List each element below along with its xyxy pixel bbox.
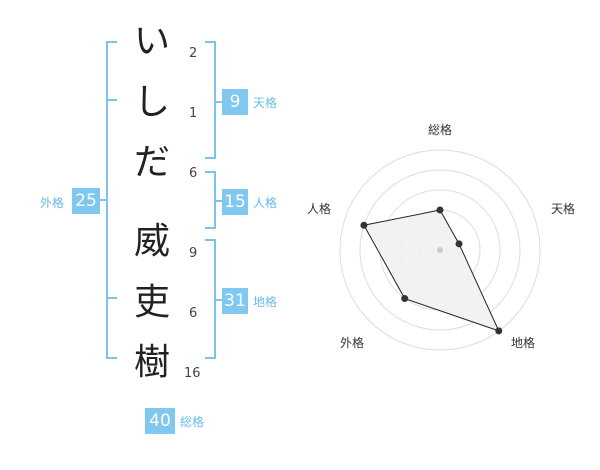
radar-center-dot bbox=[437, 247, 443, 253]
gaikaku-label: 外格 bbox=[40, 196, 65, 210]
given-char-1: 威 bbox=[133, 221, 170, 262]
radar-axis-label-gaikaku: 外格 bbox=[340, 336, 365, 350]
chikaku-label: 地格 bbox=[253, 295, 278, 309]
radar-point-0 bbox=[436, 206, 444, 214]
radar-point-1 bbox=[455, 240, 463, 248]
tenkaku-label: 天格 bbox=[253, 96, 278, 110]
radar-axis-label-chikaku: 地格 bbox=[511, 336, 536, 350]
radar-axis-label-tenkaku: 天格 bbox=[551, 202, 576, 216]
radar-point-4 bbox=[360, 221, 368, 229]
given-char-2: 吏 bbox=[133, 282, 170, 323]
surname-char-1: い bbox=[133, 21, 170, 62]
soukaku-label: 総格 bbox=[180, 415, 205, 429]
surname-strokes-3: 6 bbox=[189, 166, 198, 181]
soukaku-score: 40 bbox=[145, 408, 175, 434]
given-char-3: 樹 bbox=[133, 342, 170, 383]
jinkaku-label: 人格 bbox=[253, 196, 278, 210]
surname-strokes-1: 2 bbox=[189, 46, 198, 61]
given-strokes-1: 9 bbox=[189, 246, 198, 261]
radar-point-2 bbox=[495, 327, 503, 335]
surname-char-3: だ bbox=[133, 142, 170, 183]
tenkaku-bracket bbox=[205, 41, 216, 159]
given-strokes-2: 6 bbox=[189, 306, 198, 321]
radar-series-area bbox=[363, 209, 500, 332]
chikaku-score: 31 bbox=[222, 288, 248, 314]
surname-char-2: し bbox=[133, 82, 170, 123]
tenkaku-score: 9 bbox=[222, 89, 248, 115]
radar-axis-label-jinkaku: 人格 bbox=[307, 202, 332, 216]
radar-grid-ring bbox=[359, 169, 521, 331]
jinkaku-score: 15 bbox=[222, 189, 248, 215]
radar-point-3 bbox=[401, 295, 409, 303]
gaikaku-score: 25 bbox=[72, 188, 100, 214]
surname-strokes-2: 1 bbox=[189, 106, 198, 121]
radar-grid-ring bbox=[339, 149, 541, 351]
radar-axis-label-soukaku: 総格 bbox=[428, 123, 453, 137]
given-strokes-3: 16 bbox=[184, 366, 201, 381]
